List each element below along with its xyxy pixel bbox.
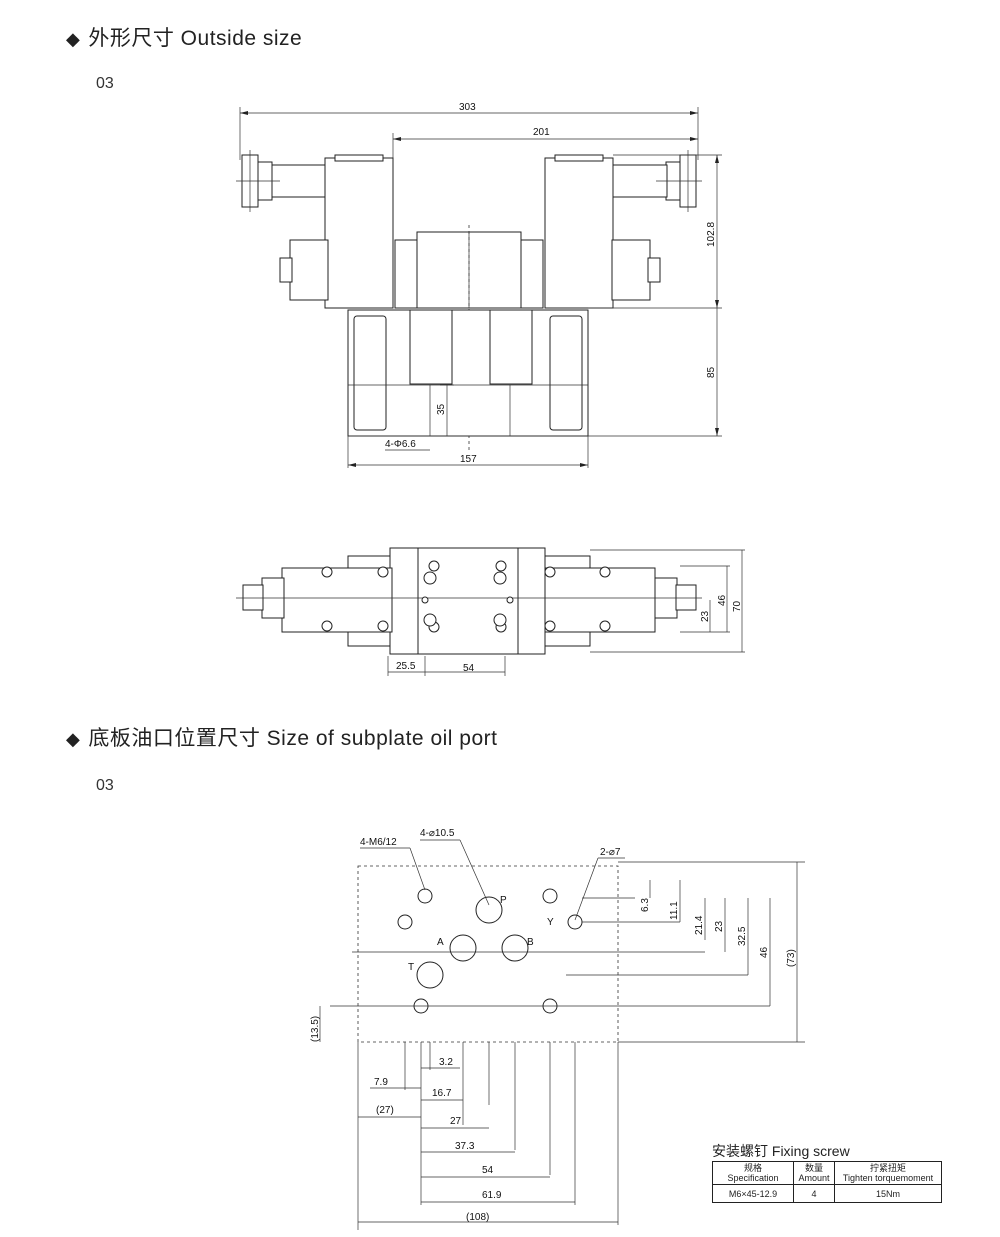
dim-6-3-label: 6.3 (640, 898, 651, 912)
dim-73-label: (73) (786, 949, 797, 967)
table-row: M6×45-12.9 4 15Nm (712, 1184, 942, 1203)
cell-torque: 15Nm (834, 1184, 942, 1203)
port-b-label: B (527, 937, 534, 948)
dim-32-5-label: 32.5 (737, 926, 748, 946)
diamond-bullet-icon: ◆ (66, 29, 81, 49)
top-dim-54-label: 54 (463, 663, 475, 674)
dim-35-label: 35 (436, 403, 447, 415)
front-view-drawing (236, 107, 722, 468)
dim-201-label: 201 (533, 127, 550, 138)
dim-16-7-label: 16.7 (432, 1088, 452, 1099)
outside-size-heading: ◆ 外形尺寸 Outside size (66, 22, 302, 52)
subplate-drawing (319, 839, 805, 1230)
dim-11-1-label: 11.1 (669, 901, 680, 920)
subplate-code: 03 (96, 777, 114, 794)
header-specification: 规格 Specification (712, 1161, 794, 1185)
dim-13-5-label: (13.5) (310, 1016, 321, 1042)
header-amount: 数量 Amount (793, 1161, 835, 1185)
outside-size-code: 03 (96, 75, 114, 92)
port-p-label: P (500, 895, 507, 906)
dim-7-9-label: 7.9 (374, 1077, 388, 1088)
table-header-row: 规格 Specification 数量 Amount 拧紧扭矩 Tighten … (712, 1161, 942, 1185)
subplate-heading: ◆ 底板油口位置尺寸 Size of subplate oil port (66, 722, 497, 752)
dim-holes-label: 4-Φ6.6 (385, 439, 416, 450)
dim-85-label: 85 (706, 366, 717, 378)
dim-3-2-label: 3.2 (439, 1057, 453, 1068)
port-t-label: T (408, 962, 414, 973)
header-torque: 拧紧扭矩 Tighten torquemoment (834, 1161, 942, 1185)
dim-108-label: (108) (466, 1212, 489, 1223)
dim-46-label: 46 (759, 946, 770, 958)
fixing-screw-table: 规格 Specification 数量 Amount 拧紧扭矩 Tighten … (712, 1161, 942, 1203)
dim-21-4-label: 21.4 (694, 915, 705, 935)
dim-54-label: 54 (482, 1165, 494, 1176)
top-dim-23-label: 23 (700, 610, 711, 622)
dim-27-label: 27 (450, 1116, 462, 1127)
dim-157-label: 157 (460, 454, 477, 465)
cell-specification: M6×45-12.9 (712, 1184, 794, 1203)
fixing-screw-title: 安装螺钉 Fixing screw (712, 1143, 850, 1159)
top-view-drawing (236, 547, 745, 676)
dim-27p-label: (27) (376, 1105, 394, 1116)
label-4-d10-5: 4-⌀10.5 (420, 828, 455, 839)
dim-102-8-label: 102.8 (706, 222, 717, 247)
top-dim-25-5-label: 25.5 (396, 661, 416, 672)
dim-61-9-label: 61.9 (482, 1190, 502, 1201)
port-a-label: A (437, 937, 444, 948)
label-4-m6-12: 4-M6/12 (360, 837, 397, 848)
cell-amount: 4 (793, 1184, 835, 1203)
diamond-bullet-icon: ◆ (66, 729, 81, 749)
top-dim-70-label: 70 (732, 600, 743, 612)
outside-size-title: 外形尺寸 Outside size (88, 27, 303, 50)
top-dim-46-label: 46 (717, 594, 728, 606)
label-2-d7: 2-⌀7 (600, 847, 621, 858)
dim-303-label: 303 (459, 102, 476, 113)
dim-23-label: 23 (714, 920, 725, 932)
dim-37-3-label: 37.3 (455, 1141, 475, 1152)
port-y-label: Y (547, 917, 554, 928)
subplate-title: 底板油口位置尺寸 Size of subplate oil port (88, 727, 498, 750)
